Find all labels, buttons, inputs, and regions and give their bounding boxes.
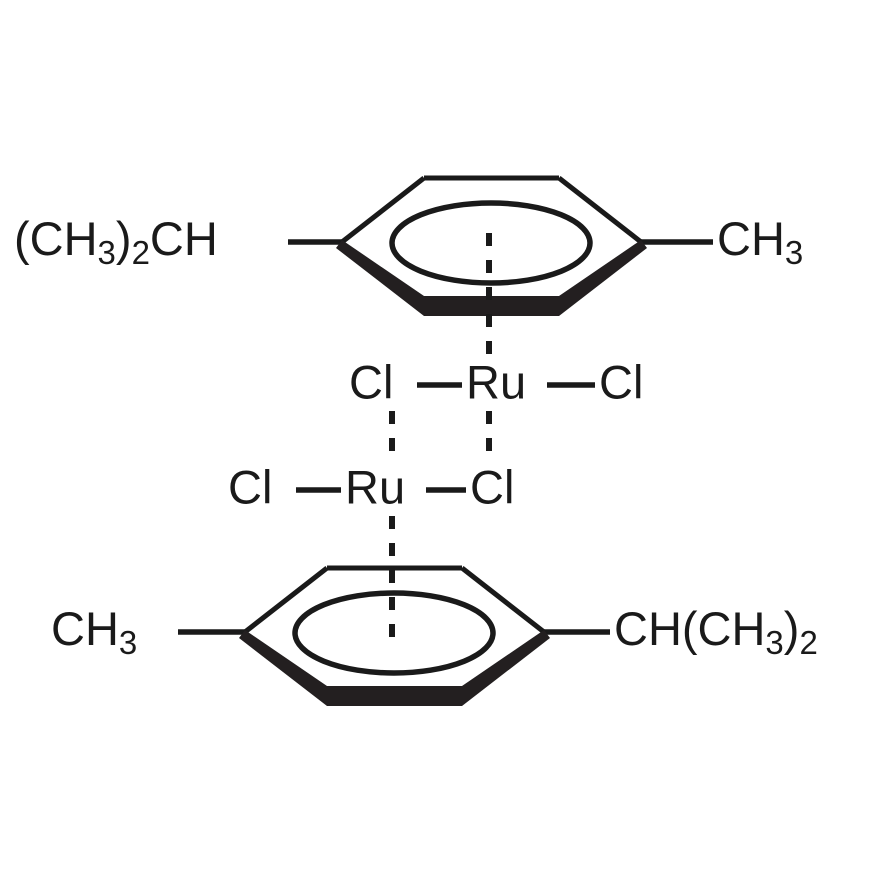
p-cymene-ring-top xyxy=(288,175,713,316)
chloride-top-left-label: Cl xyxy=(349,355,393,408)
p-cymene-ring-bottom xyxy=(178,565,610,706)
ring-edge-top-bottom-wedge xyxy=(424,296,559,316)
aromatic-ellipse-top xyxy=(389,200,593,286)
ring-edge-top-lower-left-wedge xyxy=(336,240,424,316)
ring-edge-top-upper-right xyxy=(557,176,643,244)
chloride-bottom-left-label: Cl xyxy=(228,460,272,513)
methyl-top-part1: CH xyxy=(717,212,785,265)
ring-edge-bottom-upper-left xyxy=(243,566,329,634)
isopropyl-top-part2: ) xyxy=(116,212,132,265)
ring-edge-top-upper-left xyxy=(340,176,426,244)
substituent-label-bottom-left: CH3 xyxy=(51,602,137,660)
isopropyl-top-sub2: 2 xyxy=(132,234,150,271)
isopropyl-bottom-part1: CH(CH xyxy=(614,602,765,655)
ring-edge-bottom-bottom-wedge xyxy=(327,686,462,706)
isopropyl-bottom-sub2: 2 xyxy=(799,624,817,661)
metal-row-bottom: Cl Ru Cl xyxy=(228,460,514,513)
methyl-top-sub: 3 xyxy=(785,234,803,271)
ruthenium-bottom-label: Ru xyxy=(345,460,405,513)
ring-edge-bottom-lower-right-wedge xyxy=(462,630,550,706)
substituent-label-top-left: (CH3)2CH xyxy=(14,212,218,270)
chloride-top-right-label: Cl xyxy=(599,355,643,408)
metal-row-top: Cl Ru Cl xyxy=(349,355,643,408)
ring-edge-top-lower-right-wedge xyxy=(559,240,647,316)
substituent-label-top-right: CH3 xyxy=(717,212,803,270)
methyl-bottom-sub: 3 xyxy=(119,624,137,661)
substituent-label-bottom-right: CH(CH3)2 xyxy=(614,602,818,660)
methyl-bottom-part1: CH xyxy=(51,602,119,655)
isopropyl-top-part1: (CH xyxy=(14,212,98,265)
isopropyl-top-part3: CH xyxy=(150,212,218,265)
ring-edge-bottom-upper-right xyxy=(460,566,546,634)
aromatic-ellipse-bottom xyxy=(292,590,496,676)
chloride-bottom-right-label: Cl xyxy=(470,460,514,513)
isopropyl-bottom-part2: ) xyxy=(784,602,800,655)
ring-edge-bottom-lower-left-wedge xyxy=(239,630,327,706)
isopropyl-bottom-sub1: 3 xyxy=(765,624,783,661)
isopropyl-top-sub1: 3 xyxy=(98,234,116,271)
ruthenium-top-label: Ru xyxy=(466,355,526,408)
